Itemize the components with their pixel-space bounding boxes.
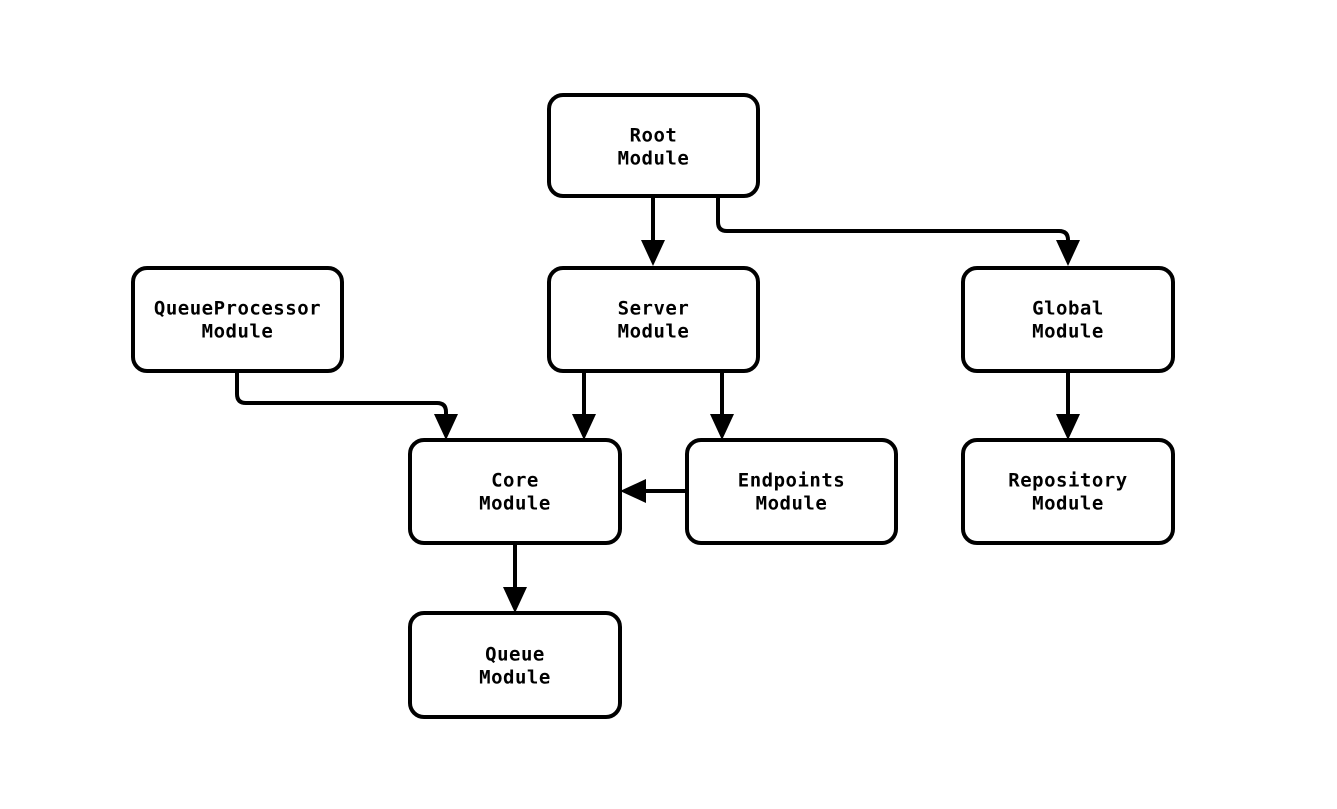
edge-queueprocessor-to-core <box>235 371 458 440</box>
edge-core-to-queue <box>503 543 527 613</box>
node-box[interactable] <box>408 611 622 719</box>
node-label-line1: Endpoints <box>738 470 845 492</box>
node-label-line2: Module <box>756 493 828 515</box>
edge-root-to-server <box>641 196 665 266</box>
node-label-line2: Module <box>1032 493 1104 515</box>
edge-line <box>716 196 1070 252</box>
arrow-head <box>710 414 734 440</box>
edge-layer <box>235 196 1080 613</box>
node-label-line1: Repository <box>1008 470 1127 492</box>
edge-root-to-global <box>716 196 1080 266</box>
node-root-module[interactable]: Root Module <box>547 93 760 198</box>
arrow-head <box>641 240 665 266</box>
edge-global-to-repository <box>1056 371 1080 440</box>
arrow-head <box>503 587 527 613</box>
node-box[interactable] <box>685 438 898 545</box>
node-server-module[interactable]: Server Module <box>547 266 760 373</box>
node-label-line2: Module <box>618 148 690 170</box>
node-box[interactable] <box>131 266 344 373</box>
node-box[interactable] <box>547 266 760 373</box>
node-label-line1: Global <box>1032 298 1104 320</box>
arrow-head <box>434 414 458 440</box>
arrow-head <box>1056 414 1080 440</box>
edge-line <box>235 371 448 426</box>
node-label-line1: Core <box>491 470 539 492</box>
node-label-line2: Module <box>479 493 551 515</box>
node-label-line1: QueueProcessor <box>154 298 321 320</box>
node-label-line2: Module <box>1032 321 1104 343</box>
edge-server-to-core <box>572 371 596 440</box>
node-label-line1: Queue <box>485 644 545 666</box>
node-core-module[interactable]: Core Module <box>408 438 622 545</box>
node-box[interactable] <box>408 438 622 545</box>
arrow-head <box>572 414 596 440</box>
node-label-line2: Module <box>202 321 274 343</box>
edge-endpoints-to-core <box>620 479 687 503</box>
node-label-line2: Module <box>618 321 690 343</box>
node-label-line2: Module <box>479 667 551 689</box>
node-queueprocessor-module[interactable]: QueueProcessor Module <box>131 266 344 373</box>
node-box[interactable] <box>961 266 1175 373</box>
node-box[interactable] <box>547 93 760 198</box>
edge-server-to-endpoints <box>710 371 734 440</box>
node-box[interactable] <box>961 438 1175 545</box>
node-label-line1: Server <box>618 298 690 320</box>
node-endpoints-module[interactable]: Endpoints Module <box>685 438 898 545</box>
arrow-head <box>620 479 646 503</box>
arrow-head <box>1056 240 1080 266</box>
node-global-module[interactable]: Global Module <box>961 266 1175 373</box>
node-label-line1: Root <box>630 125 678 147</box>
node-repository-module[interactable]: Repository Module <box>961 438 1175 545</box>
node-queue-module[interactable]: Queue Module <box>408 611 622 719</box>
